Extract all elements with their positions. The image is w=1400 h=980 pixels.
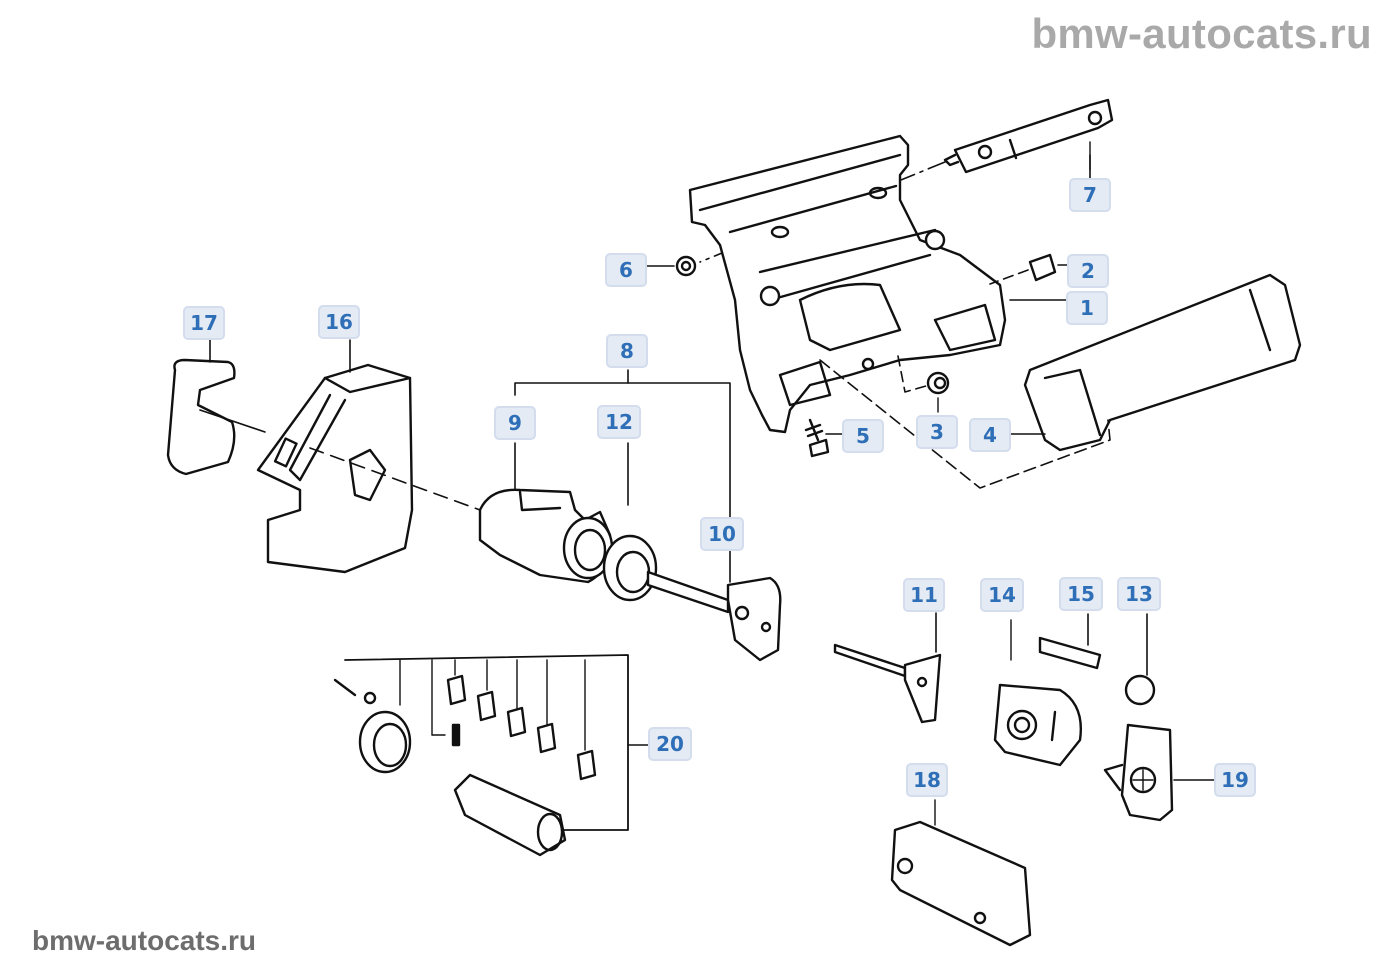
part-3-grommet — [897, 355, 950, 413]
callout-7[interactable]: 7 — [1069, 178, 1111, 212]
part-14-key-head-cover — [993, 619, 1082, 767]
callout-12[interactable]: 12 — [597, 405, 641, 439]
part-2-rubber-buffer — [989, 253, 1069, 285]
callout-1[interactable]: 1 — [1066, 291, 1108, 325]
part-13-cap — [1124, 613, 1156, 706]
callout-6[interactable]: 6 — [605, 253, 647, 287]
part-11-key-blank — [833, 612, 942, 724]
part-17-clip — [166, 339, 236, 476]
callout-18[interactable]: 18 — [906, 763, 948, 797]
watermark-bottom: bmw-autocats.ru — [32, 925, 257, 956]
callout-8[interactable]: 8 — [606, 334, 648, 368]
callout-14[interactable]: 14 — [980, 578, 1024, 612]
callout-5[interactable]: 5 — [842, 419, 884, 453]
part-5-screw — [804, 418, 843, 458]
leader-lines — [1067, 154, 1091, 271]
callout-3[interactable]: 3 — [916, 415, 958, 449]
callout-4[interactable]: 4 — [969, 418, 1011, 452]
callout-13[interactable]: 13 — [1117, 577, 1161, 611]
callout-17[interactable]: 17 — [183, 306, 225, 340]
part-19-key-head — [1103, 723, 1216, 822]
part-12-seal-ring — [562, 516, 658, 602]
callout-16[interactable]: 16 — [318, 305, 360, 339]
part-1-handle-carrier — [688, 134, 1007, 434]
callout-15[interactable]: 15 — [1059, 577, 1103, 611]
callout-9[interactable]: 9 — [494, 406, 536, 440]
callout-2[interactable]: 2 — [1067, 254, 1109, 288]
bracket-8 — [514, 369, 731, 521]
callout-19[interactable]: 19 — [1214, 763, 1256, 797]
part-18-key-card — [890, 799, 1032, 947]
part-15-pin — [1038, 613, 1102, 670]
part-10-key — [646, 549, 782, 662]
callout-11[interactable]: 11 — [903, 578, 945, 612]
part-20-repair-kit — [333, 654, 649, 857]
part-16-lock-bracket — [256, 339, 414, 574]
callout-10[interactable]: 10 — [700, 517, 744, 551]
part-4-outer-handle — [1009, 273, 1302, 452]
part-6-nut — [639, 255, 697, 277]
part-7-lever-rod — [943, 98, 1114, 174]
watermark-top: bmw-autocats.ru — [1031, 10, 1372, 57]
callout-20[interactable]: 20 — [648, 727, 692, 761]
